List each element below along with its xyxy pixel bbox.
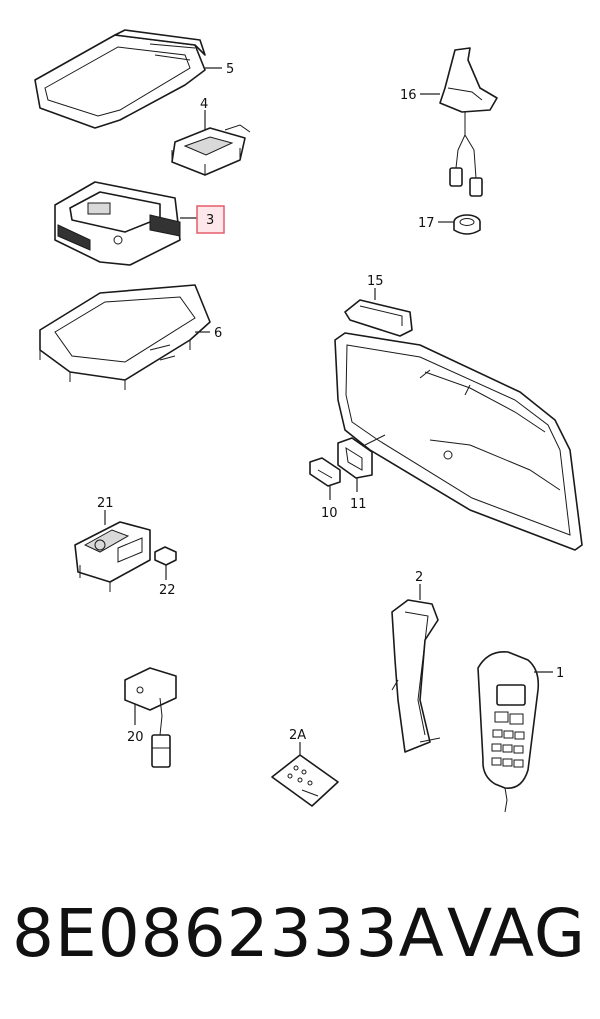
part-11-clip-holder: [337, 437, 373, 479]
part-2a-card: [271, 754, 339, 807]
callout-3: 3: [206, 213, 214, 228]
part-3-control-unit: [54, 181, 181, 266]
leader-11-window: [364, 434, 386, 446]
part-number: 8E0862333A: [12, 895, 445, 972]
callout-5: 5: [226, 62, 234, 77]
callout-1: 1: [556, 666, 564, 681]
brand-label: VAG: [446, 895, 586, 972]
part-4-module: [171, 124, 251, 176]
part-1-handset: [477, 651, 540, 813]
callout-11: 11: [350, 497, 367, 512]
part-2-holder: [391, 599, 441, 753]
part-16-antenna: [439, 47, 498, 197]
part-21-switch: [74, 521, 151, 592]
callout-16: 16: [400, 88, 417, 103]
part-17-nut: [453, 214, 481, 235]
exploded-parts-diagram: 5 4 3 6 16 1: [34, 29, 583, 813]
part-22-connector: [154, 546, 177, 566]
part-20-module: [124, 667, 177, 768]
callout-20: 20: [127, 730, 144, 745]
part-10-clip: [309, 457, 341, 487]
callout-3-highlight: [196, 205, 225, 234]
callout-22: 22: [159, 583, 176, 598]
callout-2a: 2A: [289, 728, 306, 743]
callout-4: 4: [200, 97, 208, 112]
callout-21: 21: [97, 496, 114, 511]
callout-2: 2: [415, 570, 423, 585]
part-6-bracket: [39, 284, 211, 390]
part-15-mount: [344, 299, 413, 337]
callout-17: 17: [418, 216, 435, 231]
callout-6: 6: [214, 326, 222, 341]
callout-15: 15: [367, 274, 384, 289]
rear-window-glass: [334, 332, 583, 551]
callout-10: 10: [321, 506, 338, 521]
part-5-cover: [34, 29, 206, 129]
